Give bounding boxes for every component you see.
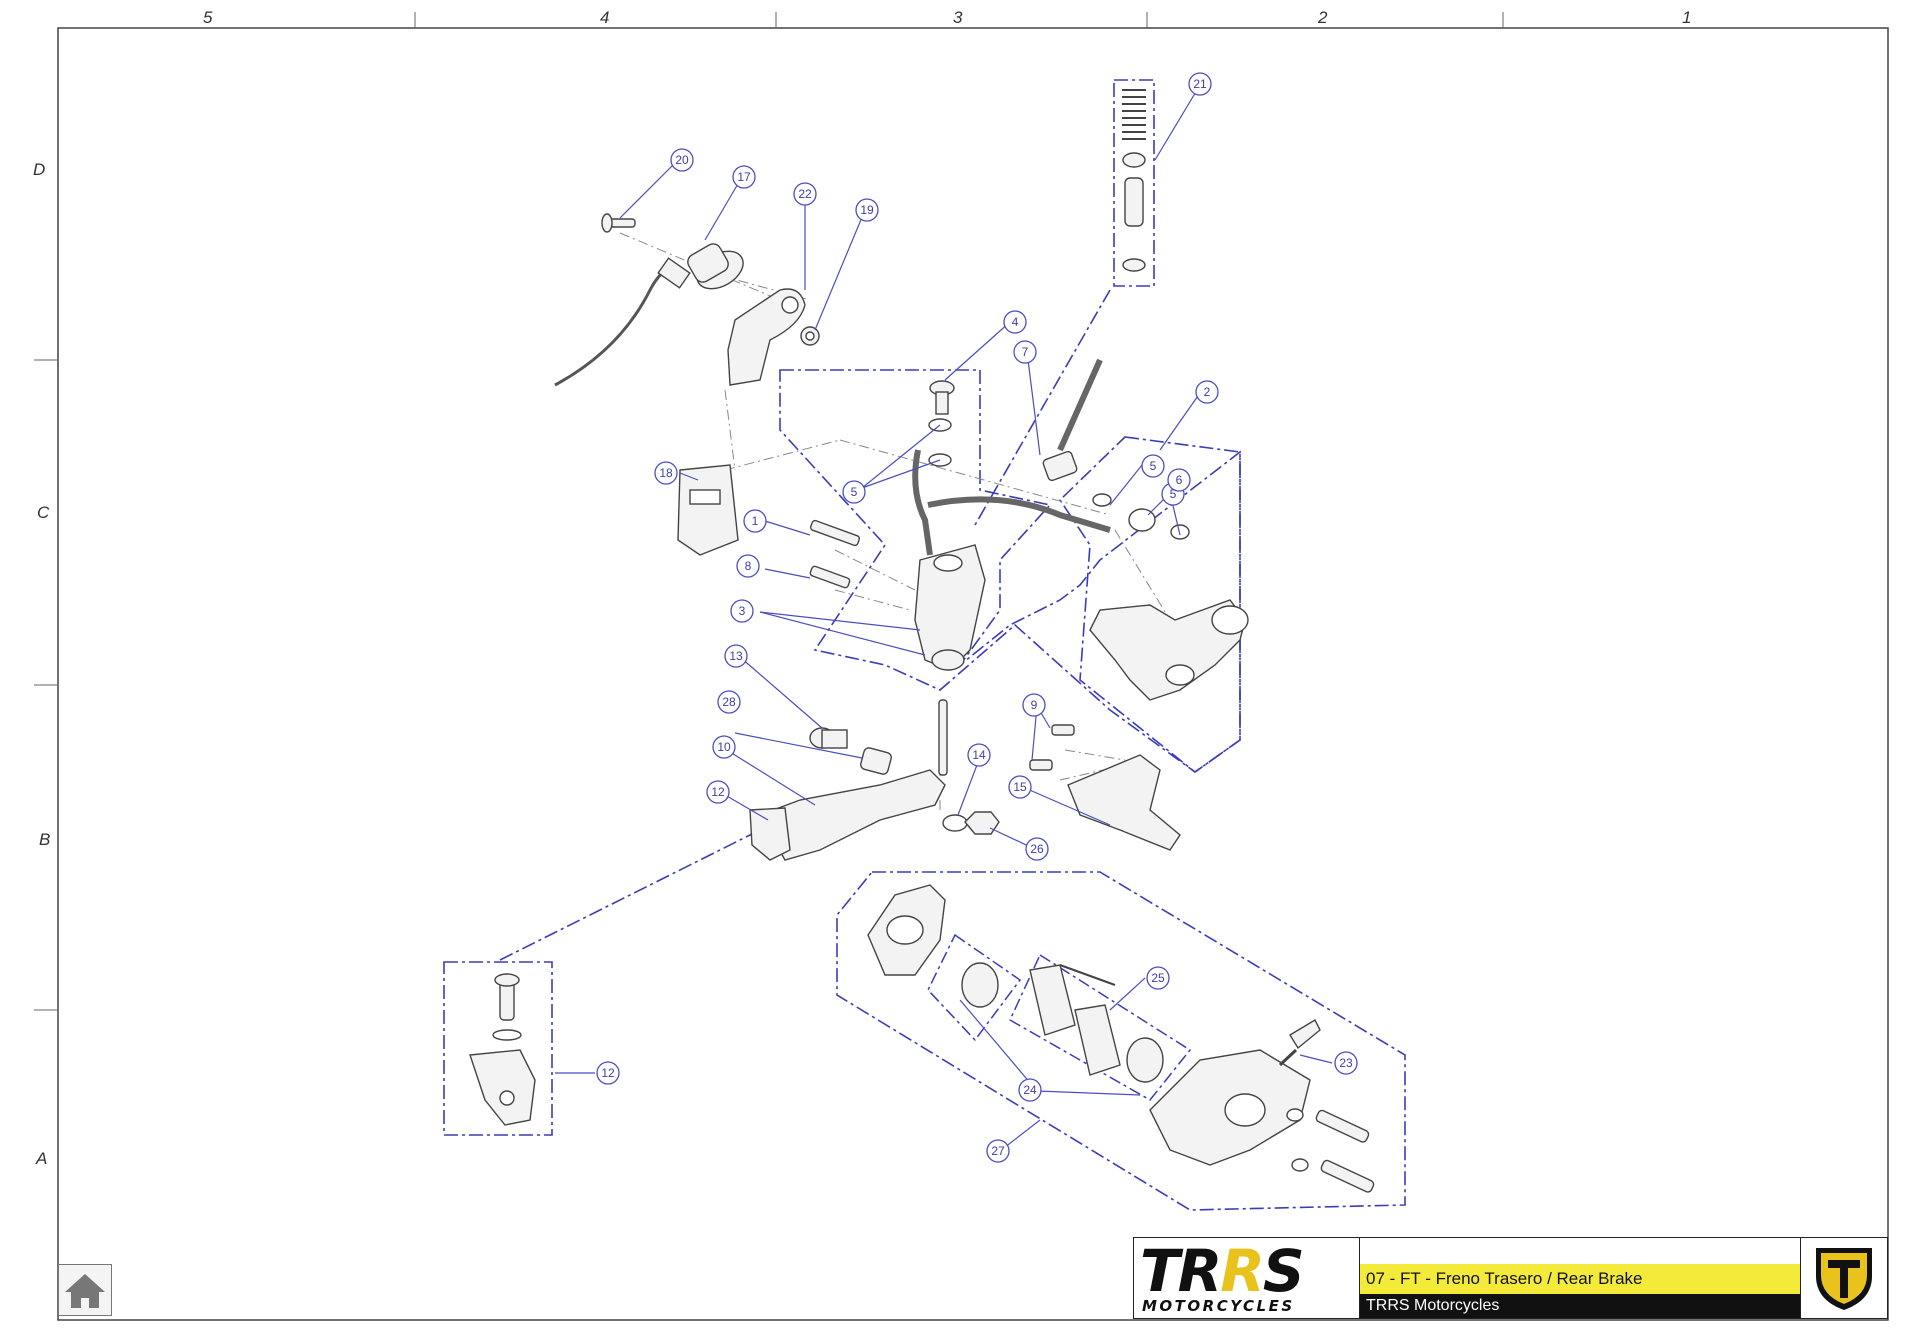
callout-14-label: 14 [972, 748, 986, 762]
title-block: TRRS MOTORCYCLES 07 - FT - Freno Trasero… [1133, 1237, 1888, 1319]
group-4-outline [779, 369, 1241, 773]
callout-2-label: 2 [1204, 385, 1211, 399]
callout-12b-label: 12 [601, 1066, 615, 1080]
zone-column-5: 5 [203, 8, 213, 27]
callout-3-label: 3 [739, 604, 746, 618]
group-outlines [443, 79, 1406, 1211]
callout-18 [654, 461, 678, 485]
callout-24-label: 24 [1023, 1083, 1037, 1097]
callout-22 [793, 182, 817, 206]
callout-5b-label: 5 [1150, 459, 1157, 473]
title-info: 07 - FT - Freno Trasero / Rear Brake TRR… [1360, 1238, 1801, 1318]
group-12-outline [443, 961, 553, 1136]
callout-23 [1334, 1051, 1358, 1075]
zone-row-c: C [37, 503, 50, 522]
callout-8 [736, 554, 760, 578]
drawing-title: 07 - FT - Freno Trasero / Rear Brake [1360, 1264, 1800, 1294]
callout-12b [596, 1061, 620, 1085]
callout-25-label: 25 [1151, 971, 1165, 985]
callout-24 [1018, 1078, 1042, 1102]
zone-row-d: D [33, 160, 46, 179]
trrs-shield-icon [1816, 1248, 1872, 1310]
callout-20-label: 20 [675, 153, 689, 167]
callout-12a-label: 12 [711, 785, 725, 799]
callout-17 [732, 165, 756, 189]
callout-9 [1022, 693, 1046, 717]
callout-25 [1146, 966, 1170, 990]
callout-13-label: 13 [729, 649, 743, 663]
callout-27 [986, 1139, 1010, 1163]
brand-emblem [1801, 1238, 1887, 1318]
callout-8-label: 8 [745, 559, 752, 573]
callout-6 [1167, 468, 1191, 492]
callout-21-label: 21 [1193, 77, 1207, 91]
callout-7-label: 7 [1022, 345, 1029, 359]
callout-4-label: 4 [1012, 315, 1019, 329]
callout-5a-label: 5 [851, 485, 858, 499]
callout-19-label: 19 [860, 203, 874, 217]
callout-1 [743, 509, 767, 533]
group-2-outline [1058, 436, 1241, 774]
callout-3 [730, 599, 754, 623]
zone-row-a: A [36, 1149, 48, 1168]
callout-9-label: 9 [1031, 698, 1038, 712]
callout-5b [1141, 454, 1165, 478]
callout-19 [855, 198, 879, 222]
callout-15-label: 15 [1013, 780, 1027, 794]
group-sub-outlines [927, 933, 1192, 1101]
part-sketches [469, 89, 1375, 1193]
callout-7 [1013, 340, 1037, 364]
callout-12a [706, 780, 730, 804]
zone-row-b: B [39, 830, 51, 849]
callout-26 [1025, 837, 1049, 861]
callout-18-label: 18 [659, 466, 673, 480]
callout-28 [717, 690, 741, 714]
callout-5c-label: 5 [1170, 487, 1177, 501]
footpeg-leader [499, 829, 761, 961]
zone-column-2: 2 [1318, 8, 1328, 27]
callout-17-label: 17 [737, 170, 751, 184]
drawing-frame [57, 27, 1889, 1321]
callout-21 [1188, 72, 1212, 96]
callout-23-label: 23 [1339, 1056, 1353, 1070]
callout-5a [842, 480, 866, 504]
reservoir-leader [974, 289, 1111, 526]
callout-22-label: 22 [798, 187, 812, 201]
company-name: TRRS Motorcycles [1360, 1294, 1800, 1318]
callout-20 [670, 148, 694, 172]
callout-15 [1008, 775, 1032, 799]
callout-26-label: 26 [1030, 842, 1044, 856]
trrs-logo: TRRS MOTORCYCLES [1134, 1238, 1360, 1318]
callout-4 [1003, 310, 1027, 334]
logo-subtitle: MOTORCYCLES [1142, 1297, 1295, 1315]
logo-wordmark: TRRS [1140, 1237, 1305, 1305]
callout-14 [967, 743, 991, 767]
callout-13 [724, 644, 748, 668]
switch-cable [554, 266, 681, 387]
home-icon [65, 1274, 105, 1308]
zone-column-4: 4 [600, 8, 610, 27]
callout-28-label: 28 [722, 695, 736, 709]
zone-column-1: 1 [1682, 8, 1692, 27]
zone-ticks [34, 12, 1504, 1011]
zone-column-3: 3 [953, 8, 963, 27]
callout-1-label: 1 [752, 514, 759, 528]
callout-numbers: 1 2 3 4 5 5 5 6 7 8 9 10 12 12 13 14 15 … [601, 77, 1353, 1158]
callout-6-label: 6 [1176, 473, 1183, 487]
callout-bubbles [596, 72, 1358, 1163]
callout-2 [1195, 380, 1219, 404]
callout-27-label: 27 [991, 1144, 1005, 1158]
group-21-outline [1113, 79, 1155, 287]
group-27-outline [836, 871, 1406, 1211]
callout-10 [712, 735, 736, 759]
callout-10-label: 10 [717, 740, 731, 754]
home-button[interactable] [58, 1264, 112, 1316]
